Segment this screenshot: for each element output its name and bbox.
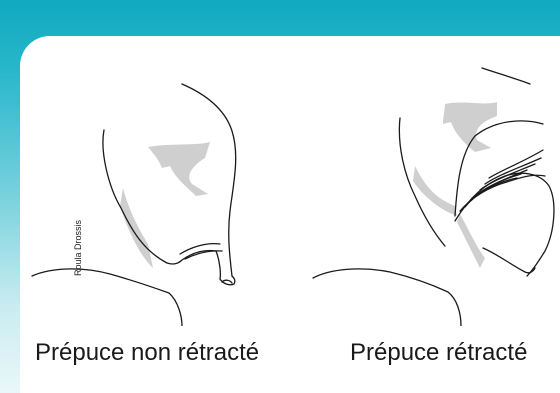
illustration-card: Roula Drossis Prépuce non rétracté Prépu… bbox=[20, 36, 560, 393]
illustrator-credit: Roula Drossis bbox=[73, 220, 83, 276]
non-retracted-foreskin-illustration bbox=[20, 36, 290, 326]
outline bbox=[32, 84, 236, 326]
shading bbox=[120, 142, 210, 268]
caption-non-retracted: Prépuce non rétracté bbox=[35, 339, 259, 367]
retracted-foreskin-illustration bbox=[305, 36, 560, 326]
caption-retracted: Prépuce rétracté bbox=[350, 339, 527, 367]
shading bbox=[413, 102, 497, 268]
